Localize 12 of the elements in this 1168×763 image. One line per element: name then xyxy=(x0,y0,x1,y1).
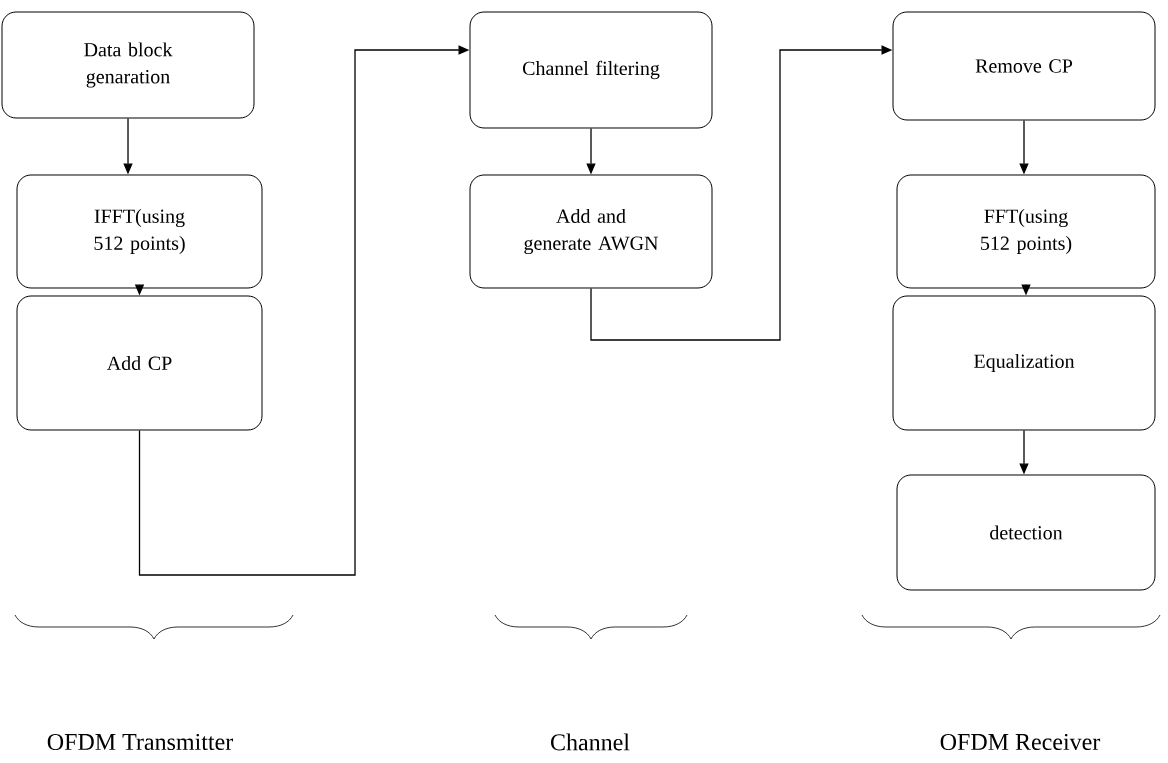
process-box: detection xyxy=(896,474,1156,591)
process-box: Add CP xyxy=(16,295,263,431)
process-box: Add and generate AWGN xyxy=(469,174,713,289)
process-box: Data block genaration xyxy=(1,11,255,119)
process-box: FFT(using 512 points) xyxy=(896,174,1156,289)
process-box: Channel filtering xyxy=(469,11,713,129)
process-box: IFFT(using 512 points) xyxy=(16,174,263,289)
group-label: OFDM Transmitter xyxy=(47,733,234,751)
process-box: Equalization xyxy=(892,295,1156,431)
group-label: Channel xyxy=(551,733,630,751)
process-box: Remove CP xyxy=(892,11,1156,121)
group-label: OFDM Receiver xyxy=(940,733,1101,751)
